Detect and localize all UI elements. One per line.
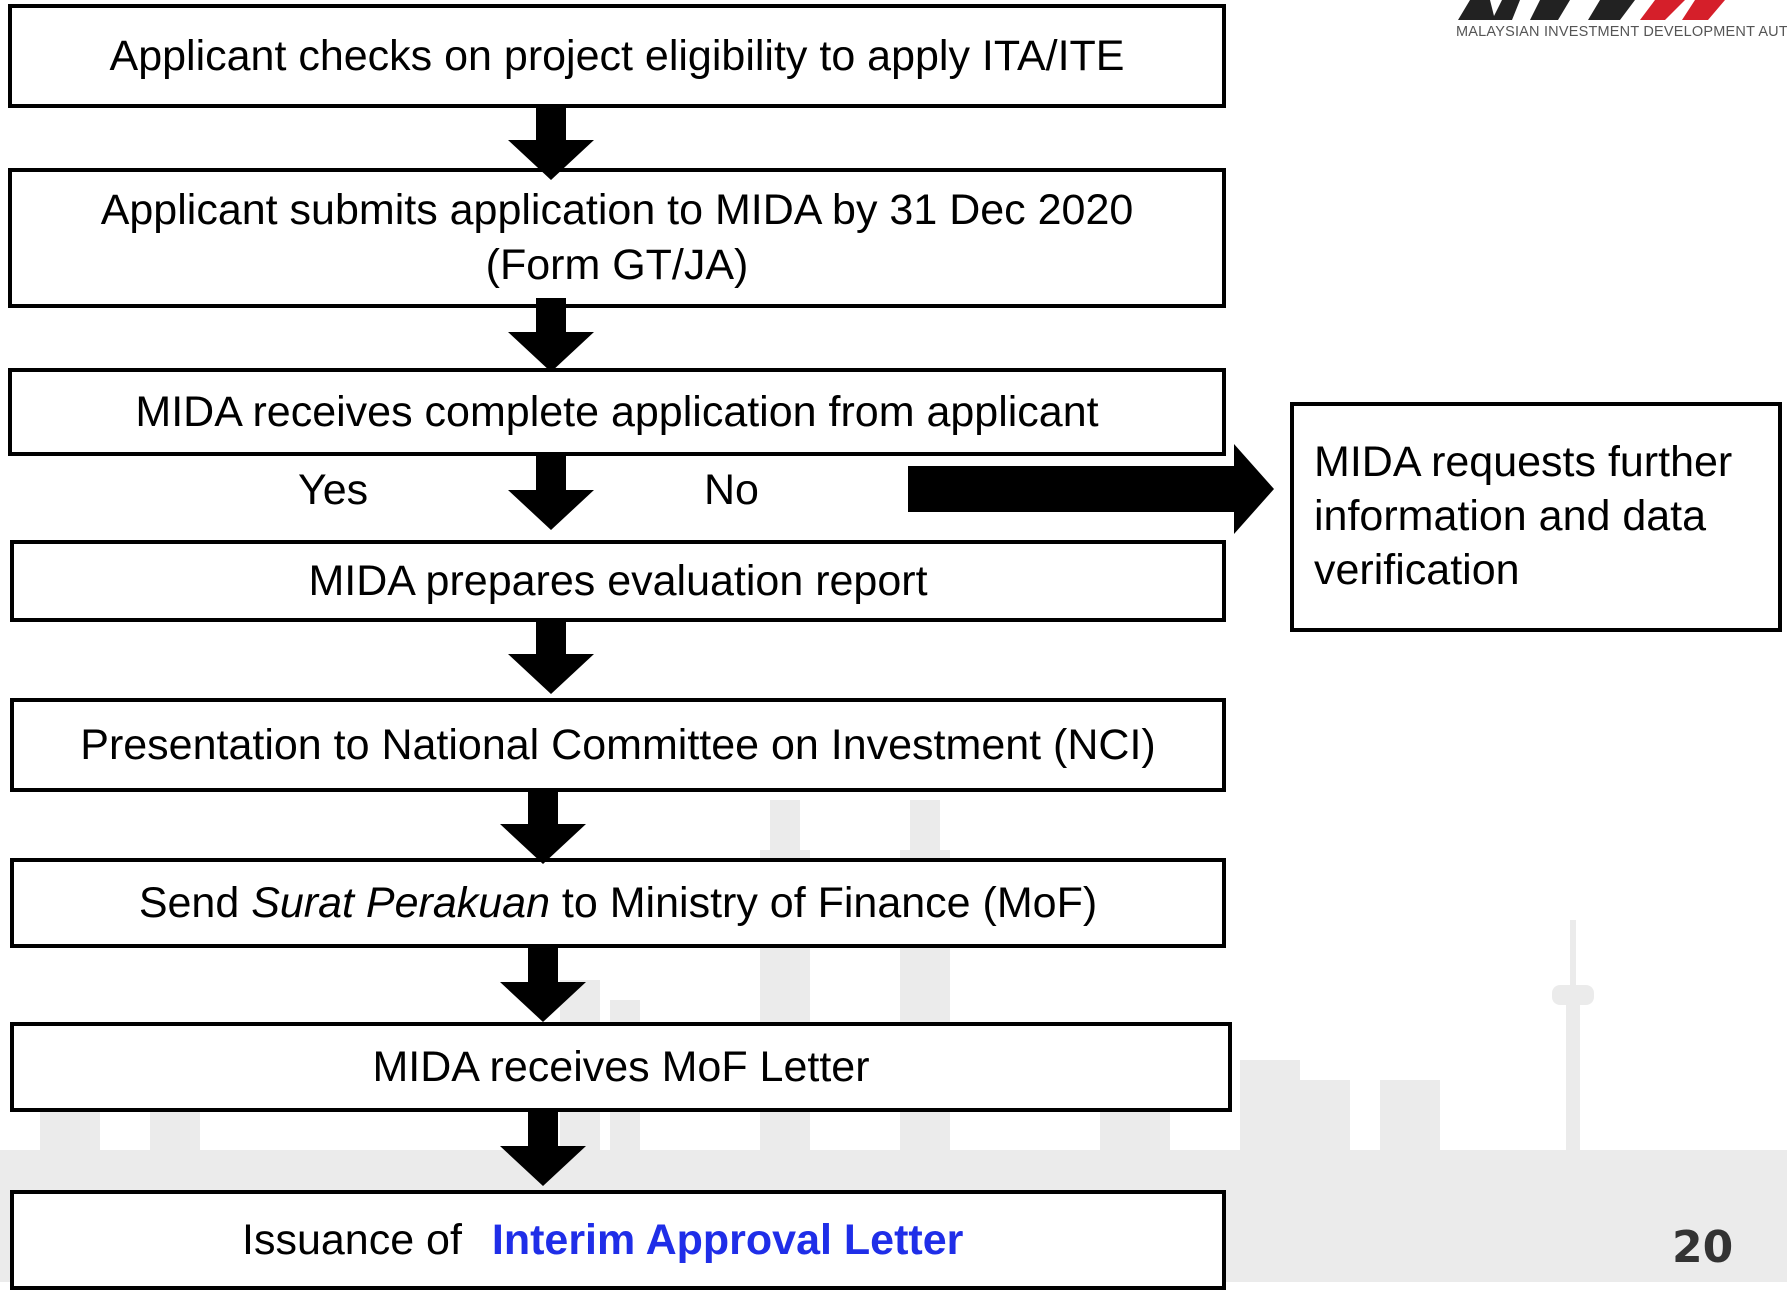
no-label: No: [704, 466, 759, 514]
interim-approval-letter-highlight: Interim Approval Letter: [491, 1215, 964, 1264]
step-send-surat-perakuan: Send Surat Perakuan to Ministry of Finan…: [10, 858, 1226, 948]
logo-text: MALAYSIAN INVESTMENT DEVELOPMENT AUTHO: [1456, 24, 1787, 40]
step-text-prefix: Send: [138, 878, 252, 927]
side-box-line: MIDA requests further: [1314, 438, 1733, 487]
step-text-prefix: Issuance of: [242, 1215, 474, 1264]
step-text: MIDA prepares evaluation report: [308, 556, 928, 605]
step-receive-application: MIDA receives complete application from …: [8, 368, 1226, 456]
down-arrow-2: [508, 298, 594, 372]
step-receive-mof-letter: MIDA receives MoF Letter: [10, 1022, 1232, 1112]
right-arrow-no-branch: [908, 444, 1274, 534]
down-arrow-5: [500, 790, 586, 864]
step-evaluation-report: MIDA prepares evaluation report: [10, 540, 1226, 622]
side-box-line: verification: [1314, 545, 1520, 594]
step-text: Applicant checks on project eligibility …: [109, 31, 1125, 80]
down-arrow-7: [500, 1112, 586, 1186]
page-number: 20: [1672, 1222, 1734, 1273]
step-text: Presentation to National Committee on In…: [80, 720, 1156, 769]
side-box-further-info: MIDA requests further information and da…: [1290, 402, 1782, 632]
step-nci-presentation: Presentation to National Committee on In…: [10, 698, 1226, 792]
mida-logo: [1458, 0, 1725, 20]
step-text-line1: Applicant submits application to MIDA by…: [100, 186, 1134, 235]
step-text-italic: Surat Perakuan: [251, 878, 550, 927]
yes-label: Yes: [298, 466, 369, 514]
step-issue-interim-letter: Issuance of Interim Approval Letter: [10, 1190, 1226, 1290]
step-text: Issuance of Interim Approval Letter: [242, 1213, 963, 1268]
step-submit-application: Applicant submits application to MIDA by…: [8, 168, 1226, 308]
step-check-eligibility: Applicant checks on project eligibility …: [8, 4, 1226, 108]
step-text-suffix: to Ministry of Finance (MoF): [549, 878, 1098, 927]
down-arrow-4: [508, 620, 594, 694]
step-text-line2: (Form GT/JA): [485, 241, 749, 289]
down-arrow-1: [508, 106, 594, 180]
down-arrow-3: [508, 456, 594, 530]
step-text: MIDA receives MoF Letter: [372, 1042, 870, 1091]
side-box-line: information and data: [1314, 492, 1707, 541]
step-text: MIDA receives complete application from …: [135, 387, 1099, 436]
step-text: Send Surat Perakuan to Ministry of Finan…: [139, 876, 1097, 931]
down-arrow-6: [500, 948, 586, 1022]
